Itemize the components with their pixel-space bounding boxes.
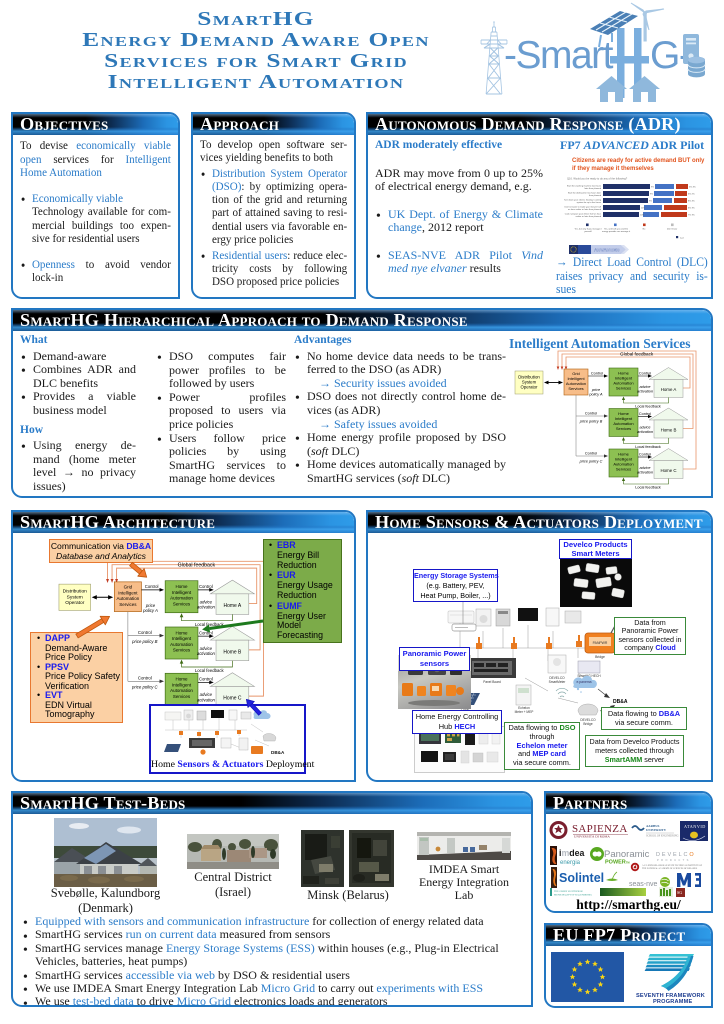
svg-text:Cook / prepare your dinner hal: Cook / prepare your dinner half an hour bbox=[565, 213, 602, 216]
svg-text:No: No bbox=[643, 229, 647, 231]
svg-text:-Smart: -Smart bbox=[504, 34, 614, 77]
svg-text:energia: energia bbox=[560, 860, 581, 866]
svg-text:9%: 9% bbox=[651, 187, 654, 189]
svg-text:DEVELCO: DEVELCO bbox=[656, 852, 696, 858]
svg-text:8% 4%: 8% 4% bbox=[688, 201, 695, 203]
svg-text:9%: 9% bbox=[649, 201, 652, 203]
svg-text:ATANVID: ATANVID bbox=[684, 824, 706, 829]
svg-text:Yes, and both you and the: Yes, and both you and the bbox=[604, 228, 629, 231]
svg-text:SAPIENZA: SAPIENZA bbox=[572, 823, 628, 835]
svg-text:Panel Board: Panel Board bbox=[483, 680, 501, 684]
svg-text:ADVANCED: ADVANCED bbox=[594, 248, 620, 253]
svg-text:PROGRAMME: PROGRAMME bbox=[653, 999, 692, 1004]
svg-text:Yes, but only if you manage it: Yes, but only if you manage it bbox=[574, 228, 601, 231]
svg-text:6% 3%: 6% 3% bbox=[688, 208, 695, 210]
svg-text:Bridge: Bridge bbox=[595, 655, 605, 659]
svg-text:Panoramic: Panoramic bbox=[604, 849, 650, 860]
svg-text:PRODUCTS: PRODUCTS bbox=[657, 858, 691, 862]
svg-text:an hour earlier or later than: an hour earlier or later than planned bbox=[568, 208, 602, 211]
svg-text:THE GREEN LIGHTHOUSE: THE GREEN LIGHTHOUSE bbox=[554, 890, 583, 893]
svg-text:5% 4%: 5% 4% bbox=[689, 187, 696, 189]
svg-text:Start the dishwasher two hours: Start the dishwasher two hours later bbox=[568, 192, 601, 195]
svg-text:n=4: n=4 bbox=[680, 237, 684, 239]
svg-text:Meter + MEP: Meter + MEP bbox=[515, 710, 534, 714]
svg-text:energy provider can manage it: energy provider can manage it bbox=[602, 230, 630, 233]
svg-text:Bridge: Bridge bbox=[583, 722, 592, 726]
svg-text:seas-nve: seas-nve bbox=[629, 881, 658, 888]
svg-text:earlier or later than planned: earlier or later than planned bbox=[576, 215, 602, 218]
svg-text:later than planned: later than planned bbox=[584, 187, 601, 190]
svg-text:7% 3%: 7% 3% bbox=[688, 215, 695, 217]
svg-text:DEVELCO: DEVELCO bbox=[549, 676, 565, 680]
svg-text:Solintel: Solintel bbox=[559, 871, 604, 885]
svg-text:THE NATIONAL ACADEMY OF SCIENC: THE NATIONAL ACADEMY OF SCIENCES OF BELA… bbox=[642, 867, 698, 870]
svg-text:SmartMeter: SmartMeter bbox=[549, 680, 567, 684]
svg-text:11%: 11% bbox=[641, 208, 645, 210]
svg-text:e.panema: e.panema bbox=[576, 680, 591, 684]
svg-text:AARHUS: AARHUS bbox=[646, 824, 660, 828]
svg-text:9%: 9% bbox=[650, 194, 653, 196]
svg-text:Citizens are ready for active: Citizens are ready for active demand BUT… bbox=[572, 158, 705, 164]
svg-text:A V. LENIN BELARUSIAN STATE TE: A V. LENIN BELARUSIAN STATE TECHNICAL IN… bbox=[642, 864, 703, 867]
svg-text:SmartHG HECH: SmartHG HECH bbox=[577, 674, 601, 678]
svg-text:UNIVERSITÀ DI ROMA: UNIVERSITÀ DI ROMA bbox=[574, 834, 610, 839]
svg-text:than planned: than planned bbox=[589, 194, 602, 197]
svg-text:Don't know: Don't know bbox=[667, 228, 678, 231]
svg-text:DB&A: DB&A bbox=[271, 750, 285, 755]
svg-text:Echelon: Echelon bbox=[518, 706, 530, 710]
svg-text:yourself: yourself bbox=[584, 230, 592, 233]
svg-text:SCHOOL OF ENGINEERING: SCHOOL OF ENGINEERING bbox=[646, 835, 679, 838]
svg-text:Turn down your electric heatin: Turn down your electric heating / coolin… bbox=[564, 199, 602, 202]
svg-text:PANPWR: PANPWR bbox=[593, 641, 608, 645]
svg-text:DB&A: DB&A bbox=[613, 699, 628, 705]
svg-text:Start the washing machine two: Start the washing machine two hours bbox=[567, 185, 601, 188]
svg-text:if they manage it themselves: if they manage it themselves bbox=[572, 166, 654, 172]
svg-text:10%: 10% bbox=[640, 215, 644, 217]
svg-text:DEVELCO: DEVELCO bbox=[580, 718, 596, 722]
svg-text:MUNICIPALITY OF KALUNDBORG: MUNICIPALITY OF KALUNDBORG bbox=[554, 894, 592, 897]
svg-text:POWERTM: POWERTM bbox=[605, 860, 630, 866]
svg-text:SEVENTH FRAMEWORK: SEVENTH FRAMEWORK bbox=[636, 993, 705, 999]
svg-text:6% 2%: 6% 2% bbox=[688, 194, 695, 196]
svg-text:system for up to five hours: system for up to five hours bbox=[577, 201, 601, 204]
svg-text:Q16. Would you be ready to do: Q16. Would you be ready to do any of the… bbox=[567, 177, 628, 181]
svg-text:Use hot water to make your sho: Use hot water to make your shower half bbox=[564, 206, 601, 209]
svg-text:imdea: imdea bbox=[559, 848, 585, 858]
svg-text:SG: SG bbox=[677, 890, 682, 895]
svg-text:UNIVERSITY: UNIVERSITY bbox=[646, 828, 667, 832]
